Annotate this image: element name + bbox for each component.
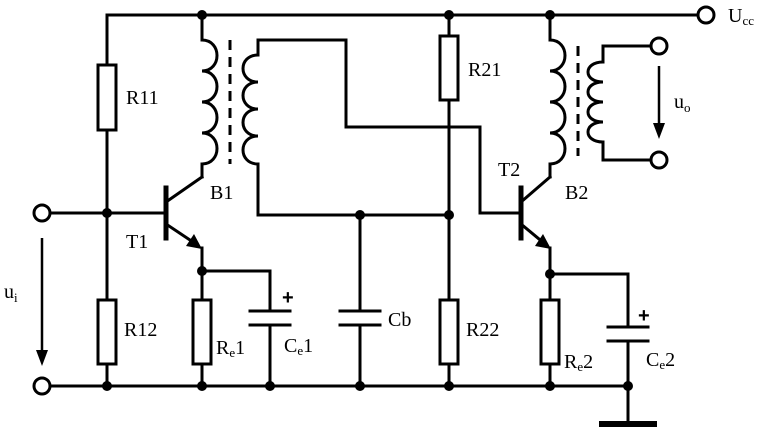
label-cb: Cb xyxy=(388,309,411,331)
resistor-r22 xyxy=(438,298,460,366)
label-ce2: Ce2 xyxy=(646,349,675,372)
input-terminal-bottom[interactable] xyxy=(32,376,52,396)
input-voltage-arrow xyxy=(36,238,48,366)
junction-dots xyxy=(102,10,633,391)
vcc-terminal[interactable] xyxy=(696,5,716,25)
transistor-t1 xyxy=(163,174,205,249)
label-r11: R11 xyxy=(126,87,159,109)
output-terminal-bottom[interactable] xyxy=(649,150,669,170)
capacitor-cb xyxy=(338,309,382,327)
label-plus-ce1: + xyxy=(282,287,294,309)
label-ce1: Ce1 xyxy=(284,335,313,358)
resistor-r11 xyxy=(96,63,118,132)
output-terminal-top[interactable] xyxy=(649,36,669,56)
transformer-b2 xyxy=(549,38,604,166)
transformer-b1 xyxy=(201,38,259,166)
label-b1: B1 xyxy=(210,182,233,204)
transistor-t2 xyxy=(518,174,553,249)
resistor-re2 xyxy=(539,298,561,366)
output-voltage-arrow xyxy=(653,66,665,139)
resistor-re1 xyxy=(191,298,213,366)
label-ui: ui xyxy=(4,281,18,305)
wires xyxy=(50,13,699,427)
label-uo: uo xyxy=(674,91,691,115)
resistor-r21 xyxy=(438,34,460,102)
label-t2: T2 xyxy=(498,159,520,181)
label-r22: R22 xyxy=(466,319,499,341)
label-vcc: Ucc xyxy=(728,5,754,28)
label-t1: T1 xyxy=(126,231,148,253)
label-b2: B2 xyxy=(565,182,588,204)
input-terminal-top[interactable] xyxy=(32,203,52,223)
label-r21: R21 xyxy=(468,59,501,81)
capacitor-ce1 xyxy=(248,309,292,327)
capacitor-ce2 xyxy=(606,325,650,343)
label-re1: Re1 xyxy=(216,337,245,360)
label-plus-ce2: + xyxy=(638,305,650,327)
resistor-r12 xyxy=(96,298,118,366)
label-r12: R12 xyxy=(124,319,157,341)
label-re2: Re2 xyxy=(564,351,593,374)
